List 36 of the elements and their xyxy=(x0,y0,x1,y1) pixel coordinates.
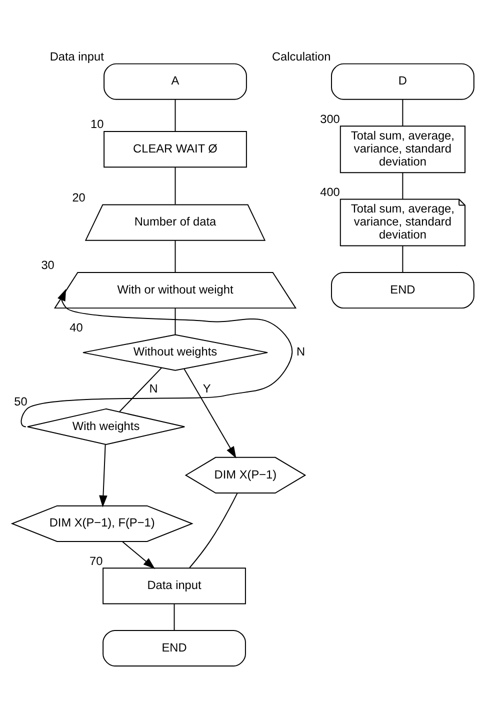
node-box: END xyxy=(331,272,474,309)
node-box: D xyxy=(331,63,474,100)
node-label: 300 xyxy=(320,112,340,126)
node-box: CLEAR WAIT Ø xyxy=(104,131,247,168)
connector xyxy=(402,172,404,200)
node-label: 40 xyxy=(70,320,83,334)
edge-label: Y xyxy=(202,382,211,396)
node-label: 70 xyxy=(90,554,103,568)
connector xyxy=(119,367,162,412)
connector xyxy=(174,240,176,273)
connector xyxy=(402,99,404,127)
node-label: Data input xyxy=(50,49,104,64)
node-label: 10 xyxy=(90,117,104,132)
node-label: 20 xyxy=(72,190,86,204)
arrow xyxy=(122,541,156,569)
arrow xyxy=(184,368,236,458)
connector xyxy=(174,166,176,205)
node-diamond: With weights xyxy=(26,408,186,446)
connector xyxy=(402,245,404,273)
edge-label: N xyxy=(296,344,306,359)
edge-label: N xyxy=(149,382,158,396)
arrow xyxy=(99,444,108,508)
node-box: END xyxy=(102,630,246,667)
node-label: 50 xyxy=(14,394,28,409)
node-diamond: Without weights xyxy=(82,334,268,371)
connector xyxy=(174,99,176,132)
connector xyxy=(189,492,238,568)
node-label: 30 xyxy=(41,258,54,272)
node-box: A xyxy=(104,63,247,100)
arrow xyxy=(20,288,293,428)
connector xyxy=(174,604,175,631)
node-box: Data input xyxy=(102,568,246,604)
node-box: Total sum, average, variance, standard deviation xyxy=(340,126,466,174)
node-label: 400 xyxy=(320,184,340,199)
connector xyxy=(174,308,176,336)
node-label: Calculation xyxy=(272,49,331,64)
